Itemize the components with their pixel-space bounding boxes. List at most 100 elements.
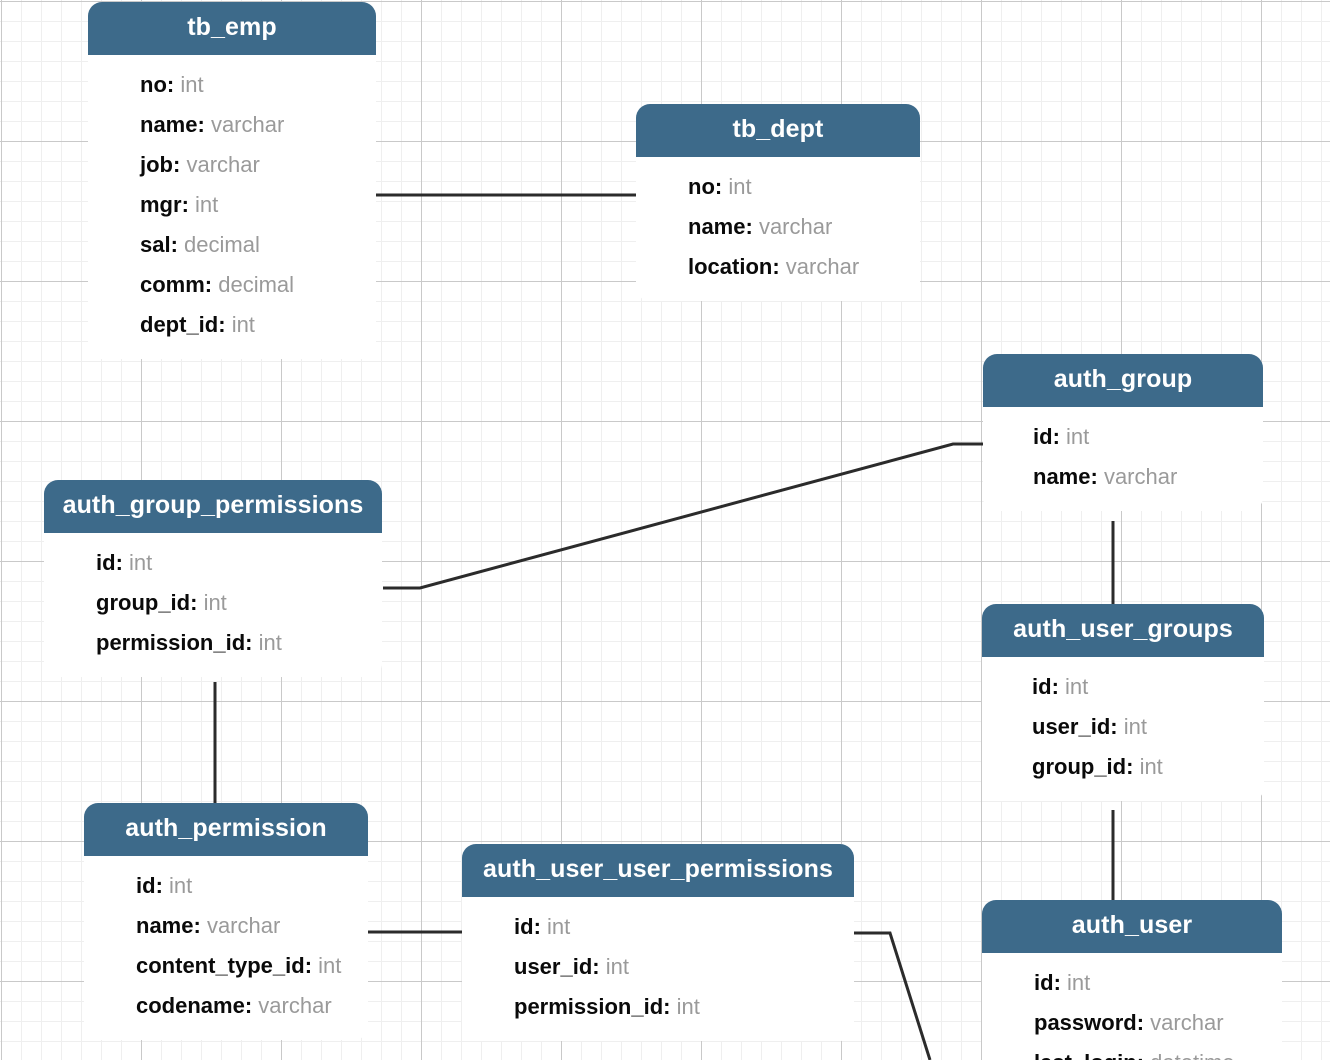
field-separator: : xyxy=(197,112,211,137)
field-row[interactable]: job: varchar xyxy=(88,145,376,185)
field-name: id xyxy=(514,914,534,939)
field-name: user_id xyxy=(514,954,593,979)
field-row[interactable]: last_login: datetime xyxy=(982,1043,1282,1060)
field-name: no xyxy=(688,174,715,199)
field-row[interactable]: group_id: int xyxy=(982,747,1264,787)
table-title-auth_group_permissions: auth_group_permissions xyxy=(44,480,382,533)
field-separator: : xyxy=(1090,464,1104,489)
edge-auth_group_permissions-auth_group[interactable] xyxy=(383,442,983,590)
table-title-auth_user_user_permissions: auth_user_user_permissions xyxy=(462,844,854,897)
field-type: int xyxy=(1065,674,1089,699)
field-name: id xyxy=(1032,674,1052,699)
field-type: int xyxy=(195,192,219,217)
field-type: decimal xyxy=(218,272,295,297)
field-row[interactable]: no: int xyxy=(636,167,920,207)
field-name: no xyxy=(140,72,167,97)
field-name: permission_id xyxy=(514,994,664,1019)
field-row[interactable]: id: int xyxy=(44,543,382,583)
field-type: varchar xyxy=(785,254,860,279)
field-separator: : xyxy=(190,590,204,615)
field-name: codename xyxy=(136,993,245,1018)
field-name: comm xyxy=(140,272,205,297)
field-name: name xyxy=(136,913,194,938)
field-name: dept_id xyxy=(140,312,219,337)
field-row[interactable]: no: int xyxy=(88,65,376,105)
field-separator: : xyxy=(745,214,759,239)
table-title-auth_user_groups: auth_user_groups xyxy=(982,604,1264,657)
field-name: name xyxy=(140,112,198,137)
field-row[interactable]: permission_id: int xyxy=(44,623,382,663)
field-row[interactable]: name: varchar xyxy=(84,906,368,946)
field-separator: : xyxy=(1051,674,1066,699)
field-type: varchar xyxy=(758,214,833,239)
edge-auth_user_user_permissions-auth_user[interactable] xyxy=(854,931,932,1060)
field-row[interactable]: password: varchar xyxy=(982,1003,1282,1043)
field-row[interactable]: comm: decimal xyxy=(88,265,376,305)
field-name: group_id xyxy=(1032,754,1127,779)
field-name: name xyxy=(688,214,746,239)
field-name: group_id xyxy=(96,590,191,615)
field-separator: : xyxy=(218,312,232,337)
field-separator: : xyxy=(772,254,786,279)
field-row[interactable]: id: int xyxy=(983,417,1263,457)
field-type: int xyxy=(605,954,629,979)
field-separator: : xyxy=(166,72,181,97)
field-separator: : xyxy=(1137,1050,1150,1060)
field-name: name xyxy=(1033,464,1091,489)
field-row[interactable]: mgr: int xyxy=(88,185,376,225)
field-type: int xyxy=(728,174,752,199)
field-separator: : xyxy=(181,192,196,217)
field-row[interactable]: location: varchar xyxy=(636,247,920,287)
field-name: password xyxy=(1034,1010,1137,1035)
field-separator: : xyxy=(533,914,548,939)
field-separator: : xyxy=(115,550,130,575)
field-row[interactable]: user_id: int xyxy=(462,947,854,987)
field-row[interactable]: id: int xyxy=(84,866,368,906)
field-row[interactable]: name: varchar xyxy=(636,207,920,247)
field-row[interactable]: user_id: int xyxy=(982,707,1264,747)
field-type: int xyxy=(1067,970,1091,995)
field-name: id xyxy=(1033,424,1053,449)
table-title-auth_group: auth_group xyxy=(983,354,1263,407)
field-row[interactable]: sal: decimal xyxy=(88,225,376,265)
field-row[interactable]: name: varchar xyxy=(983,457,1263,497)
table-title-auth_permission: auth_permission xyxy=(84,803,368,856)
field-row[interactable]: id: int xyxy=(982,963,1282,1003)
field-type: varchar xyxy=(258,993,332,1018)
field-row[interactable]: permission_id: int xyxy=(462,987,854,1027)
field-separator: : xyxy=(714,174,729,199)
field-row[interactable]: id: int xyxy=(982,667,1264,707)
field-type: decimal xyxy=(184,232,260,257)
field-row[interactable]: id: int xyxy=(462,907,854,947)
field-type: varchar xyxy=(1150,1010,1224,1035)
field-name: last_login xyxy=(1034,1050,1137,1060)
field-row[interactable]: name: varchar xyxy=(88,105,376,145)
field-name: user_id xyxy=(1032,714,1111,739)
field-type: int xyxy=(169,873,193,898)
field-row[interactable]: content_type_id: int xyxy=(84,946,368,986)
field-row[interactable]: codename: varchar xyxy=(84,986,368,1026)
field-row[interactable]: group_id: int xyxy=(44,583,382,623)
field-name: job xyxy=(140,152,173,177)
field-separator: : xyxy=(204,272,219,297)
field-type: varchar xyxy=(186,152,260,177)
field-row[interactable]: dept_id: int xyxy=(88,305,376,345)
field-type: int xyxy=(318,953,342,978)
field-type: int xyxy=(1066,424,1090,449)
field-separator: : xyxy=(155,873,170,898)
